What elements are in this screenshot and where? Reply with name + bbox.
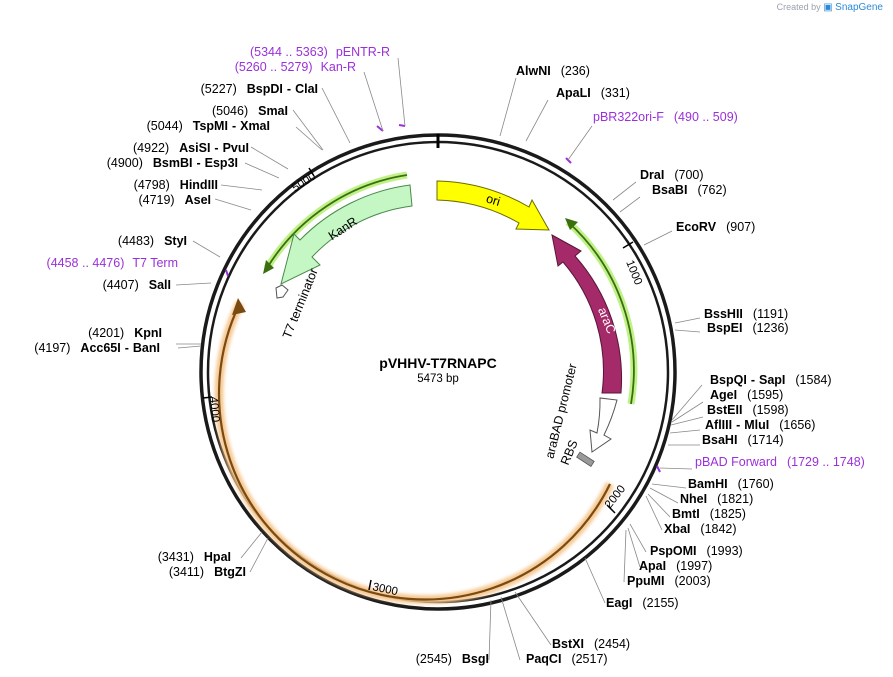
primer-label-pbad-forward: pBAD Forward(1729 .. 1748) xyxy=(695,455,865,469)
primer-label-pbr322ori-f: pBR322ori-F(490 .. 509) xyxy=(593,110,738,124)
feature-rbs xyxy=(576,451,595,467)
site-label-xbai: XbaI(1842) xyxy=(664,522,737,536)
site-label-afliii-mlui: AflIII-MluI(1656) xyxy=(705,418,815,432)
snapgene-logo-icon: ▣ xyxy=(823,2,833,13)
tick-3000: 3000 xyxy=(371,581,399,598)
site-label-bsteii: BstEII(1598) xyxy=(707,403,789,417)
feature-ori xyxy=(436,180,550,231)
site-label-kpni: (4201)KpnI xyxy=(88,326,162,340)
site-label-alwni: AlwNI(236) xyxy=(516,64,590,78)
site-label-bstxi: BstXI(2454) xyxy=(552,637,630,651)
tick-4000: 4000 xyxy=(207,396,221,423)
orf-arc xyxy=(214,298,615,604)
site-label-hindiii: (4798)HindIII xyxy=(134,178,218,192)
site-label-apai: ApaI(1997) xyxy=(639,559,712,573)
plasmid-length: 5473 bp xyxy=(417,373,459,385)
site-label-ecorv: EcoRV(907) xyxy=(676,220,755,234)
feature-kanr xyxy=(280,184,413,285)
feature-rbs-label: RBS xyxy=(558,438,581,467)
credit-prefix: Created by xyxy=(776,2,821,12)
site-label-bspei: BspEI(1236) xyxy=(707,321,789,335)
feature-arabad-promoter xyxy=(589,397,618,453)
site-labels: AlwNI(236) ApaLI(331) DraI(700) BsaBI(76… xyxy=(34,64,831,666)
primer-label-t7-term: (4458 .. 4476)T7 Term xyxy=(47,256,178,270)
primer-markers xyxy=(225,124,661,473)
site-label-ppumi: PpuMI(2003) xyxy=(627,574,711,588)
primer-marker-pbad-forward xyxy=(656,465,661,473)
site-label-bmti: BmtI(1825) xyxy=(672,507,746,521)
site-label-hpai: (3431)HpaI xyxy=(158,550,231,564)
site-label-bsshii: BssHII(1191) xyxy=(704,307,788,321)
credit-brand: SnapGene xyxy=(835,2,883,13)
primer-marker-kan-r xyxy=(376,125,384,132)
site-label-pspomi: PspOMI(1993) xyxy=(650,544,743,558)
primer-marker-pbr322ori-f xyxy=(565,157,572,164)
site-label-bspdi-clai: (5227)BspDI-ClaI xyxy=(201,82,318,96)
site-label-paqci: PaqCI(2517) xyxy=(526,652,608,666)
site-label-asisi-pvui: (4922)AsiSI-PvuI xyxy=(133,141,249,155)
primer-marker-pentr-r xyxy=(398,124,406,127)
feature-arac xyxy=(551,234,623,394)
site-label-eagi: EagI(2155) xyxy=(606,596,679,610)
plasmid-name: pVHHV-T7RNAPC xyxy=(379,355,496,371)
site-label-agei: AgeI(1595) xyxy=(710,388,783,402)
site-label-drai: DraI(700) xyxy=(640,168,704,182)
site-label-bspqi-sapi: BspQI-SapI(1584) xyxy=(710,373,832,387)
site-label-acc65i-bani: (4197)Acc65I-BanI xyxy=(34,341,160,355)
site-label-tspmi-xmai: (5044)TspMI-XmaI xyxy=(147,119,270,133)
site-label-sali: (4407)SalI xyxy=(103,278,171,292)
site-label-smai: (5046)SmaI xyxy=(212,104,288,118)
feature-t7-terminator xyxy=(275,284,289,299)
site-label-bsabi: BsaBI(762) xyxy=(652,183,727,197)
primer-label-kan-r: (5260 .. 5279)Kan-R xyxy=(235,60,356,74)
site-label-apali: ApaLI(331) xyxy=(556,86,630,100)
primer-label-pentr-r: (5344 .. 5363)pENTR-R xyxy=(250,45,390,59)
site-label-btgzi: (3411)BtgZI xyxy=(169,565,246,579)
feature-ori-label: ori xyxy=(484,191,501,208)
green-orf-arcs xyxy=(263,171,638,405)
site-label-styi: (4483)StyI xyxy=(118,234,187,248)
snapgene-credit: Created by ▣ SnapGene xyxy=(777,2,883,13)
site-label-bsahi: BsaHI(1714) xyxy=(702,433,784,447)
primer-marker-t7-term xyxy=(225,269,229,277)
site-label-bsmbi-esp3i: (4900)BsmBI-Esp3I xyxy=(107,156,238,170)
tick-5000: 5000 xyxy=(290,171,318,195)
leader-lines xyxy=(175,57,704,661)
site-label-nhei: NheI(1821) xyxy=(680,492,753,506)
site-label-asei: (4719)AseI xyxy=(138,193,211,207)
site-label-bamhi: BamHI(1760) xyxy=(688,477,774,491)
site-label-bsgi: (2545)BsgI xyxy=(416,652,489,666)
primer-labels: pBR322ori-F(490 .. 509) pBAD Forward(172… xyxy=(47,45,865,469)
